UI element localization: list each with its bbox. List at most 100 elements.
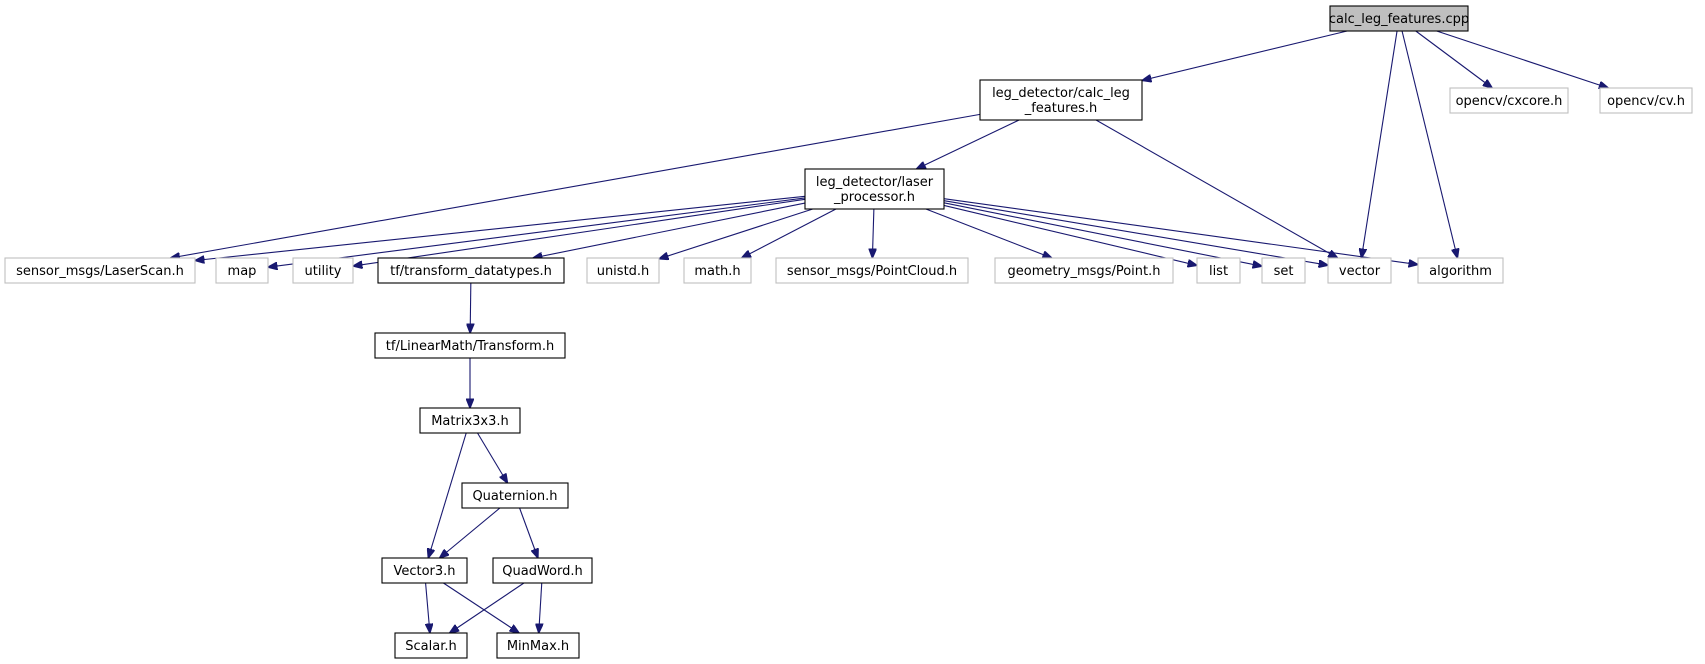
edge-quaternion-to-quadword	[519, 507, 538, 558]
node-unistd: unistd.h	[586, 257, 660, 284]
node-calc-h[interactable]: leg_detector/calc_leg_features.h	[979, 79, 1143, 121]
node-box	[4, 257, 196, 284]
node-box	[492, 557, 593, 584]
node-box	[377, 257, 565, 284]
node-label: MinMax.h	[507, 639, 569, 654]
node-box	[775, 257, 969, 284]
node-box	[496, 632, 580, 659]
node-matrix[interactable]: Matrix3x3.h	[419, 407, 521, 434]
node-box	[804, 168, 945, 210]
edge-calc-cpp-to-cv	[1436, 30, 1609, 88]
node-box	[683, 257, 752, 284]
nodes-layer: calc_leg_features.cpp leg_detector/calc_l…	[4, 5, 1693, 659]
node-vector3[interactable]: Vector3.h	[381, 557, 468, 584]
node-label: vector	[1339, 264, 1381, 279]
node-box	[215, 257, 269, 284]
edge-calc-h-to-laserscan	[170, 113, 981, 258]
node-box	[994, 257, 1174, 284]
node-label: algorithm	[1429, 264, 1492, 279]
node-scalar[interactable]: Scalar.h	[394, 632, 468, 659]
node-cxcore: opencv/cxcore.h	[1449, 87, 1569, 114]
node-quadword[interactable]: QuadWord.h	[492, 557, 593, 584]
node-point: geometry_msgs/Point.h	[994, 257, 1174, 284]
node-label: unistd.h	[597, 264, 650, 279]
edge-calc-h-to-laser-h	[916, 119, 1020, 169]
edge-calc-h-to-vector	[1095, 119, 1338, 258]
node-map: map	[215, 257, 269, 284]
edge-laser-h-to-map	[268, 197, 806, 267]
edge-laser-h-to-unistd	[659, 208, 813, 259]
node-box	[1196, 257, 1241, 284]
node-box	[979, 79, 1143, 121]
node-label: opencv/cxcore.h	[1456, 94, 1563, 109]
edge-laser-h-to-utility	[353, 198, 806, 266]
node-label: tf/transform_datatypes.h	[390, 264, 552, 279]
edge-quaternion-to-vector3	[440, 507, 501, 558]
edge-matrix-to-quaternion	[477, 432, 508, 483]
edge-matrix-to-vector3	[428, 432, 467, 558]
edges-layer	[170, 30, 1609, 633]
node-box	[394, 632, 468, 659]
node-box	[1417, 257, 1504, 284]
node-box	[1599, 87, 1693, 114]
node-label: list	[1209, 264, 1228, 279]
node-box	[1449, 87, 1569, 114]
node-laserscan: sensor_msgs/LaserScan.h	[4, 257, 196, 284]
node-box	[374, 332, 566, 359]
node-label: _features.h	[1024, 101, 1098, 116]
node-label: leg_detector/laser	[816, 175, 934, 190]
node-box	[1329, 5, 1469, 32]
node-box	[419, 407, 521, 434]
edge-laser-h-to-laserscan	[195, 195, 806, 260]
edge-laser-h-to-math	[742, 208, 837, 258]
node-label: math.h	[694, 264, 740, 279]
node-cv: opencv/cv.h	[1599, 87, 1693, 114]
node-label: set	[1274, 264, 1294, 279]
node-pointcloud: sensor_msgs/PointCloud.h	[775, 257, 969, 284]
node-label: Quaternion.h	[472, 489, 557, 504]
edge-laser-h-to-list	[943, 204, 1197, 265]
node-quaternion[interactable]: Quaternion.h	[461, 482, 569, 509]
node-label: geometry_msgs/Point.h	[1008, 264, 1161, 279]
node-calc-cpp[interactable]: calc_leg_features.cpp	[1329, 5, 1469, 32]
edge-laser-h-to-algorithm	[943, 198, 1418, 265]
node-label: Matrix3x3.h	[431, 414, 509, 429]
edge-calc-cpp-to-algorithm	[1401, 30, 1457, 258]
node-label: leg_detector/calc_leg	[992, 86, 1130, 101]
node-set: set	[1261, 257, 1306, 284]
edge-calc-cpp-to-vector	[1361, 30, 1398, 258]
node-label: QuadWord.h	[502, 564, 582, 579]
edge-calc-cpp-to-cxcore	[1415, 30, 1492, 88]
edge-laser-h-to-tf-dt	[533, 202, 806, 258]
node-vector: vector	[1327, 257, 1392, 284]
node-label: sensor_msgs/LaserScan.h	[16, 264, 184, 279]
node-box	[381, 557, 468, 584]
node-math: math.h	[683, 257, 752, 284]
edge-laser-h-to-pointcloud	[872, 208, 874, 258]
node-tf-dt[interactable]: tf/transform_datatypes.h	[377, 257, 565, 284]
node-box	[586, 257, 660, 284]
edge-vector3-to-minmax	[443, 582, 519, 633]
node-label: tf/LinearMath/Transform.h	[386, 339, 554, 354]
node-box	[1327, 257, 1392, 284]
node-label: _processor.h	[833, 190, 915, 205]
node-label: calc_leg_features.cpp	[1329, 12, 1469, 27]
node-box	[461, 482, 569, 509]
node-laser-h[interactable]: leg_detector/laser_processor.h	[804, 168, 945, 210]
node-label: utility	[305, 264, 342, 279]
edge-laser-h-to-set	[943, 202, 1262, 266]
node-label: map	[228, 264, 257, 279]
node-list: list	[1196, 257, 1241, 284]
node-box	[1261, 257, 1306, 284]
node-label: opencv/cv.h	[1607, 94, 1685, 109]
node-label: sensor_msgs/PointCloud.h	[787, 264, 957, 279]
node-algorithm: algorithm	[1417, 257, 1504, 284]
node-transform[interactable]: tf/LinearMath/Transform.h	[374, 332, 566, 359]
node-label: Vector3.h	[393, 564, 455, 579]
node-minmax[interactable]: MinMax.h	[496, 632, 580, 659]
node-utility: utility	[292, 257, 354, 284]
edge-laser-h-to-point	[925, 208, 1052, 258]
edge-vector3-to-scalar	[425, 582, 430, 633]
edge-quadword-to-minmax	[539, 582, 542, 633]
